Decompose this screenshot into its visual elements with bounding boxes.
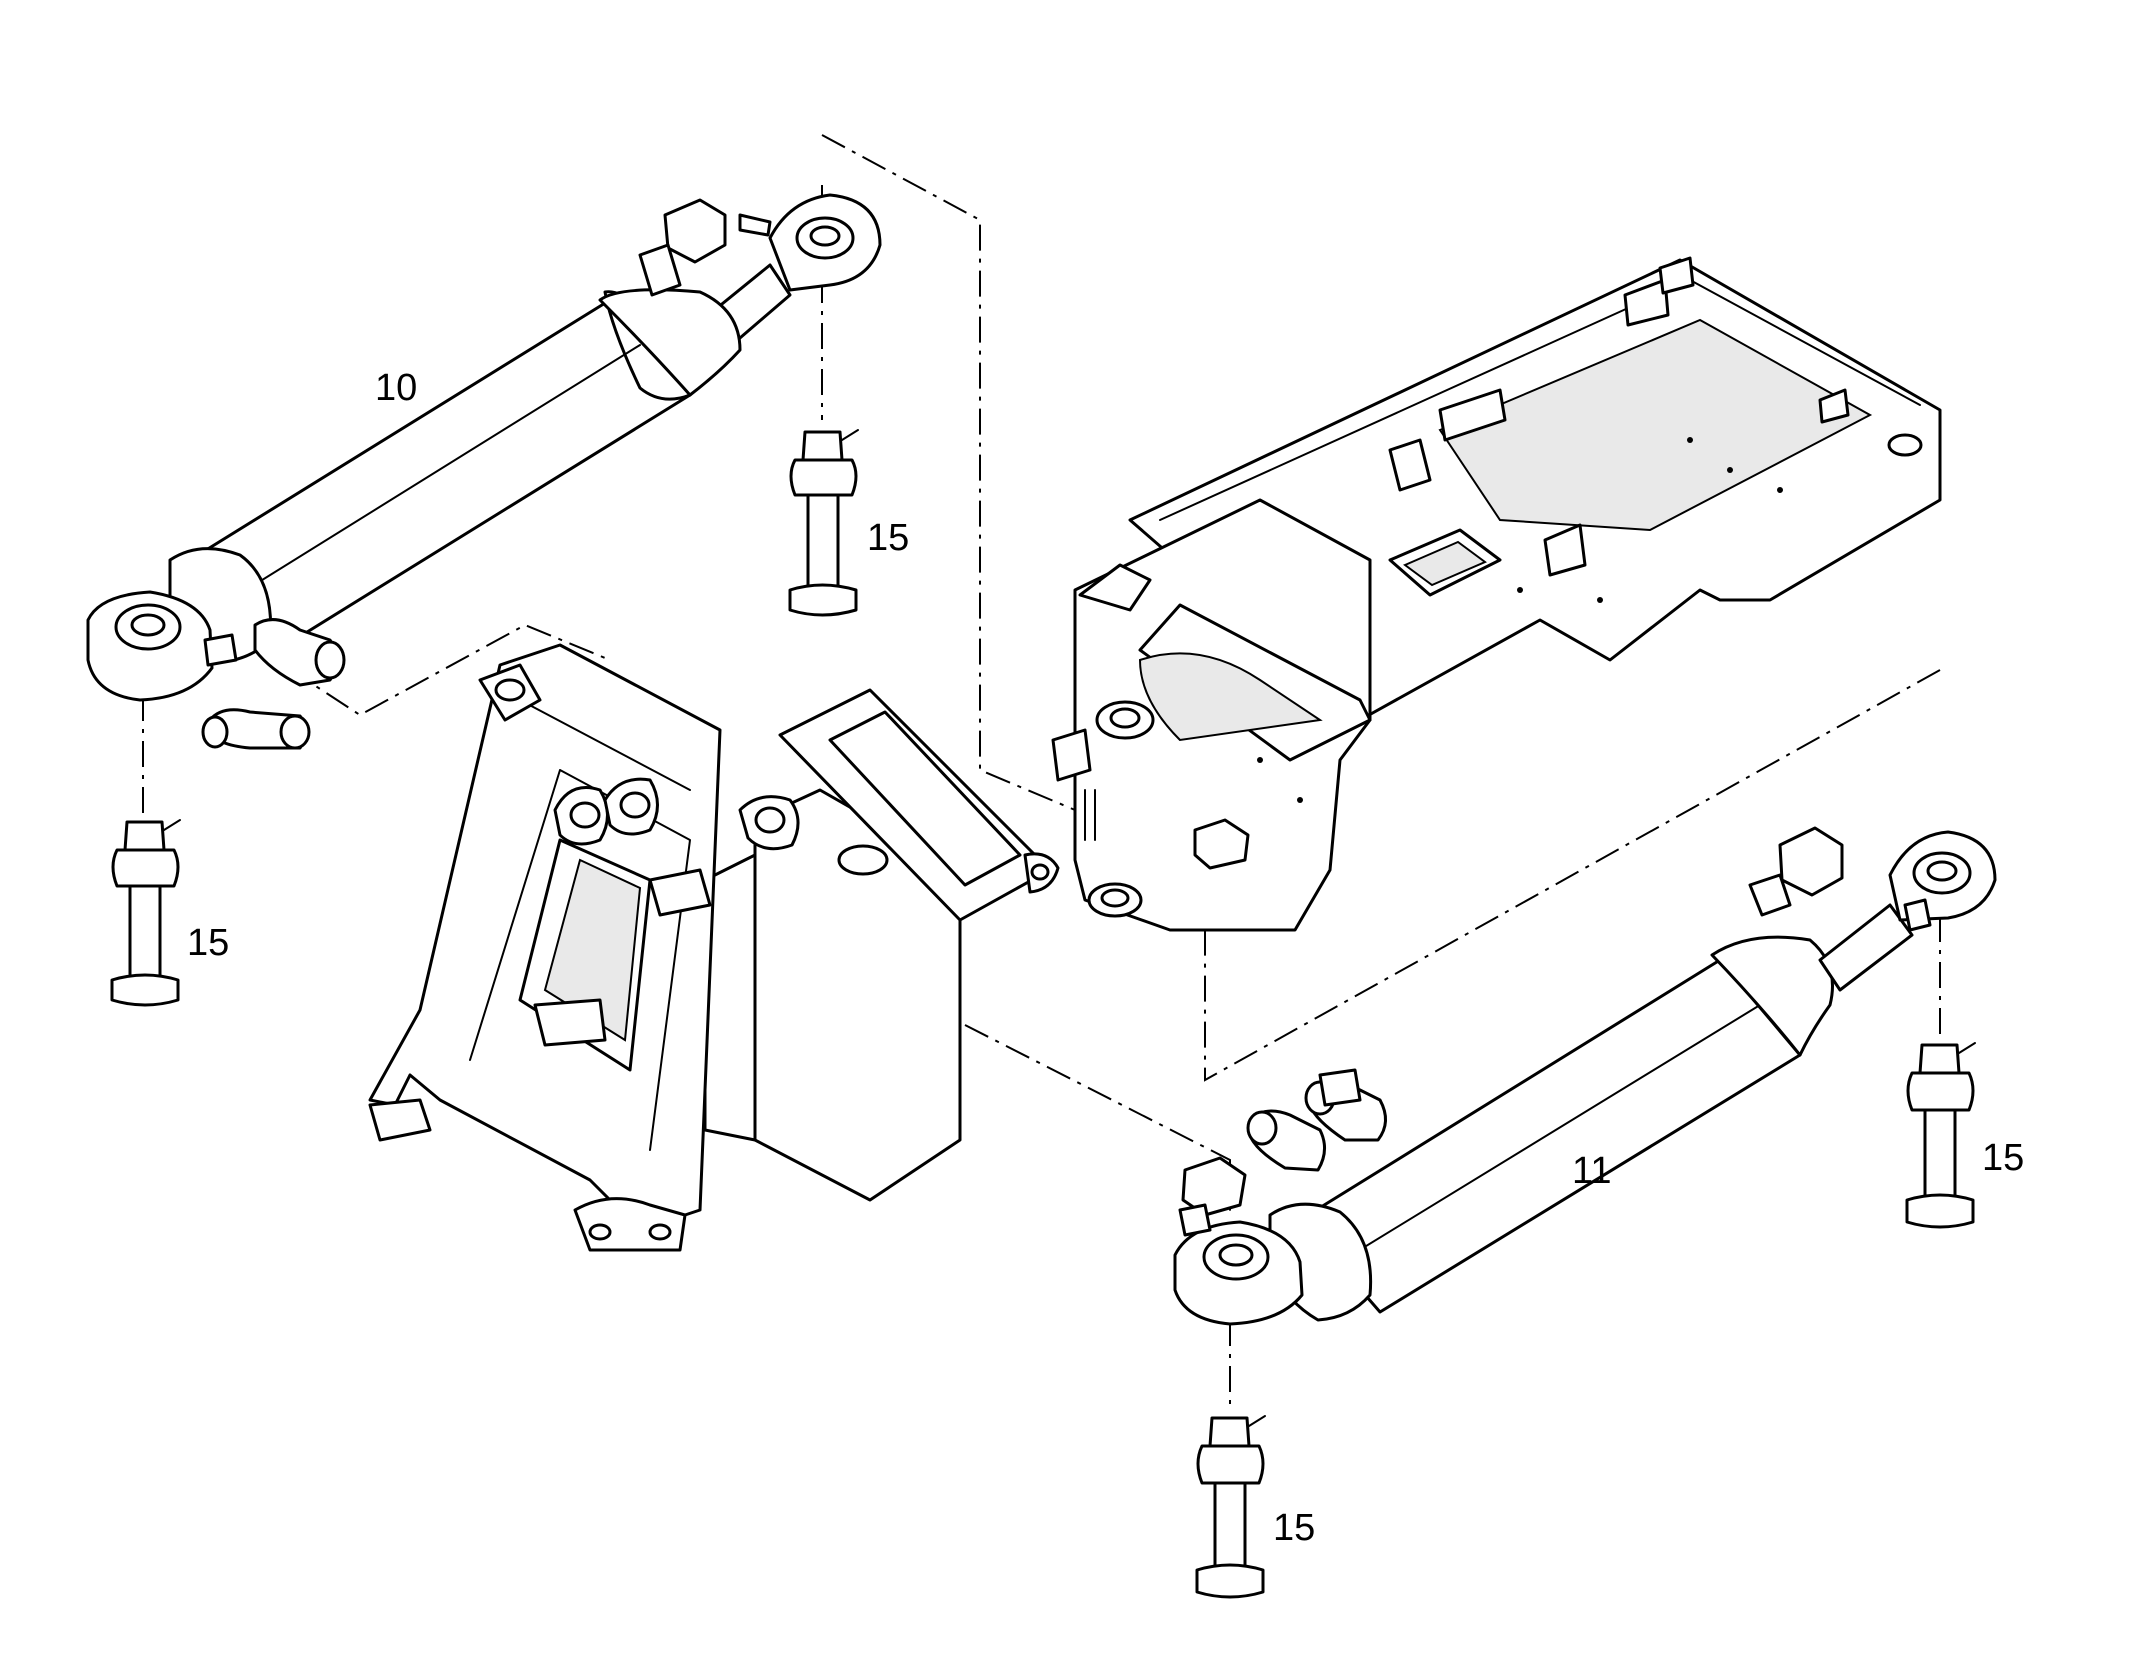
pin-15-top-center	[788, 429, 859, 617]
rear-frame	[1051, 256, 1942, 932]
front-frame	[368, 643, 1060, 1252]
callout-11: 11	[1572, 1150, 1611, 1192]
hydraulic-cylinder-11	[1173, 826, 1997, 1326]
callout-15-bottom: 15	[1273, 1507, 1315, 1549]
callout-15-right: 15	[1982, 1137, 2024, 1179]
callout-15-top-center: 15	[867, 517, 909, 559]
callout-labels: 10 11 15 15 15 15	[187, 367, 2024, 1549]
pin-15-right	[1905, 1042, 1976, 1229]
hydraulic-cylinder-10	[86, 193, 882, 750]
callout-10: 10	[375, 367, 417, 409]
pin-15-left	[110, 819, 181, 1007]
pin-15-bottom	[1195, 1415, 1266, 1599]
callout-15-left: 15	[187, 922, 229, 964]
